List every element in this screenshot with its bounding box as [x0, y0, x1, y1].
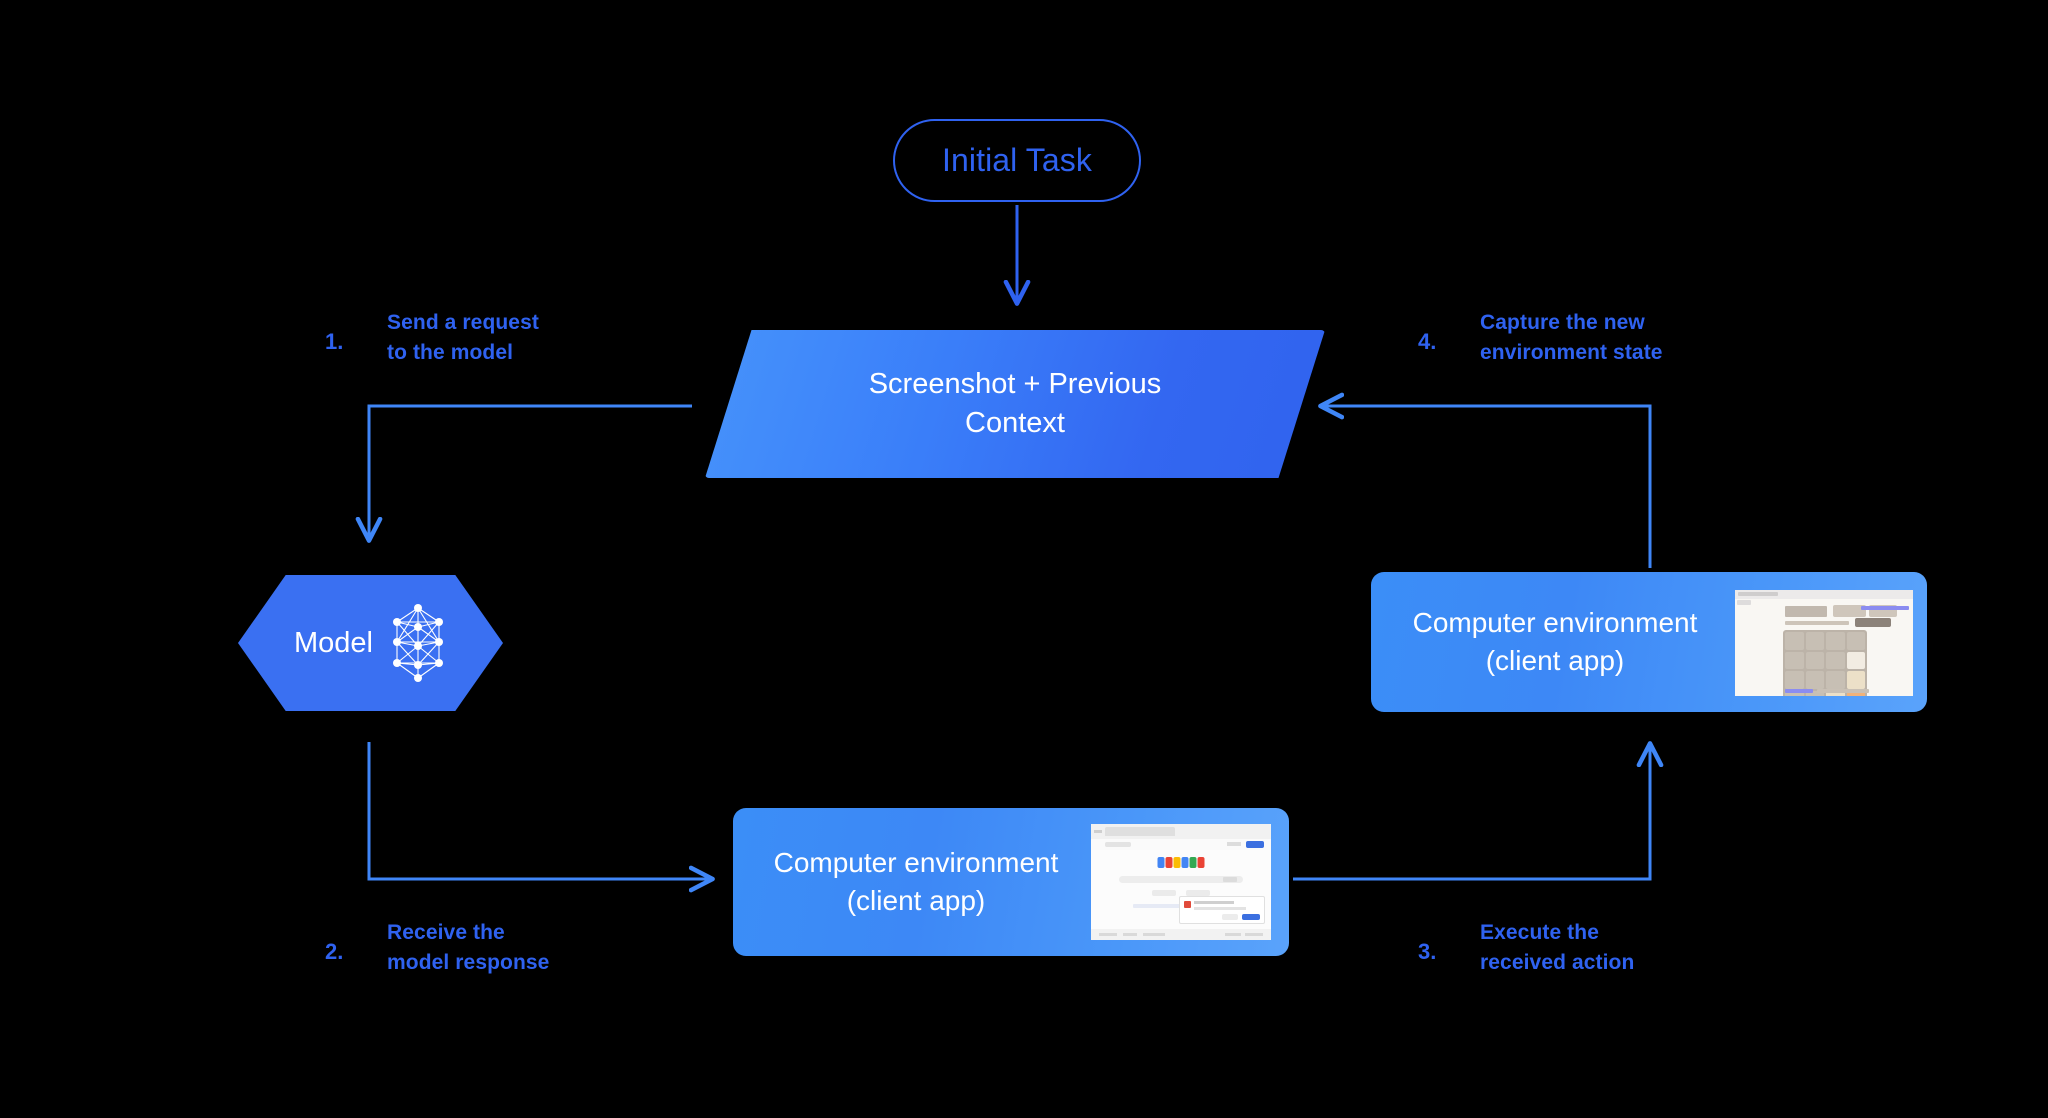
footer-text [1817, 689, 1869, 693]
dialog-cancel-button [1222, 914, 1238, 920]
google-logo-icon [1157, 857, 1205, 868]
browser-toolbar [1091, 839, 1271, 850]
tile [1826, 651, 1845, 669]
browser-tab [1738, 592, 1778, 596]
model-content: Model [238, 575, 503, 711]
game-board-2048 [1783, 630, 1867, 696]
lucky-button [1186, 890, 1210, 896]
neural-network-icon [393, 604, 443, 682]
tile-4 [1826, 690, 1845, 696]
header-link [1861, 606, 1909, 610]
step-1-number: 1. [325, 329, 344, 354]
step-2-number: 2. [325, 939, 344, 964]
step-3-number: 3. [1418, 939, 1437, 964]
hexagon-shape [238, 575, 503, 711]
right-env-label: Computer environment (client app) [1371, 572, 1739, 712]
right-env-line-2: (client app) [1485, 645, 1625, 676]
browser-tab [1105, 827, 1175, 836]
arrow-context-to-model [369, 404, 692, 540]
node-model[interactable]: Model [238, 575, 503, 711]
right-env-line-1: Computer environment [1412, 607, 1698, 639]
toolbar-icons [1227, 842, 1241, 846]
step-3-text: Execute the received action [1480, 921, 1635, 975]
tile [1826, 671, 1845, 689]
arrow-right-env-to-context [1321, 406, 1652, 568]
dialog-confirm-button [1242, 914, 1260, 920]
context-line-1: Screenshot + Previous [868, 368, 1162, 401]
bottom-env-label: Computer environment (client app) [733, 808, 1099, 956]
game-title-2048 [1785, 606, 1827, 617]
step-4-number: 4. [1418, 329, 1437, 354]
step-label-4: 4. Capture the new environment state [1418, 308, 1663, 369]
model-label: Model [294, 626, 373, 659]
step-4-text: Capture the new environment state [1480, 311, 1663, 365]
search-icons [1223, 877, 1237, 882]
bottom-env-line-1: Computer environment [773, 847, 1059, 879]
thumbnail-google-search [1091, 824, 1271, 940]
node-computer-environment-bottom[interactable]: Computer environment (client app) [733, 808, 1289, 956]
signin-dialog [1179, 896, 1265, 924]
tile [1805, 651, 1824, 669]
tile [1805, 690, 1824, 696]
node-initial-task[interactable]: Initial Task [893, 119, 1141, 202]
tile [1785, 671, 1804, 689]
node-computer-environment-right[interactable]: Computer environment (client app) [1371, 572, 1927, 712]
tile-2 [1846, 651, 1865, 669]
tile [1826, 632, 1845, 650]
tile [1805, 671, 1824, 689]
address-bar [1105, 842, 1131, 847]
page-footer [1091, 929, 1271, 940]
dialog-icon [1184, 901, 1191, 908]
browser-chrome-bar [1735, 590, 1913, 599]
game-subtitle [1785, 621, 1849, 625]
step-1-text: Send a request to the model [387, 311, 539, 365]
bottom-env-line-2: (client app) [846, 885, 986, 916]
window-controls [1094, 830, 1102, 833]
context-line-2: Context [965, 407, 1065, 439]
arrow-bottom-env-to-right-env [1293, 744, 1650, 881]
tile-4 [1846, 671, 1865, 689]
parallelogram-shape [705, 330, 1325, 478]
node-screenshot-context[interactable]: Screenshot + Previous Context [705, 330, 1325, 478]
footer-link [1785, 689, 1813, 693]
step-2-text: Receive the model response [387, 921, 550, 975]
thumbnail-2048-game [1735, 590, 1913, 696]
google-buttons [1152, 890, 1210, 896]
score-box [1833, 605, 1866, 617]
tile [1785, 690, 1804, 696]
tile [1785, 632, 1804, 650]
search-button [1152, 890, 1176, 896]
tile [1846, 632, 1865, 650]
google-search-box [1119, 876, 1243, 883]
sign-in-button [1246, 841, 1264, 848]
new-game-button [1855, 618, 1891, 627]
step-label-2: 2. Receive the model response [325, 918, 549, 979]
tile-8 [1846, 690, 1865, 696]
browser-url-stub [1737, 600, 1751, 605]
step-label-1: 1. Send a request to the model [325, 308, 539, 369]
dialog-text [1194, 907, 1246, 910]
browser-chrome-bar [1091, 824, 1271, 840]
step-label-3: 3. Execute the received action [1418, 918, 1634, 979]
dialog-title [1194, 901, 1234, 904]
tile [1785, 651, 1804, 669]
screenshot-context-label: Screenshot + Previous Context [705, 330, 1325, 478]
tile [1805, 632, 1824, 650]
initial-task-label: Initial Task [941, 142, 1092, 178]
arrow-model-to-bottom-env [367, 742, 712, 879]
